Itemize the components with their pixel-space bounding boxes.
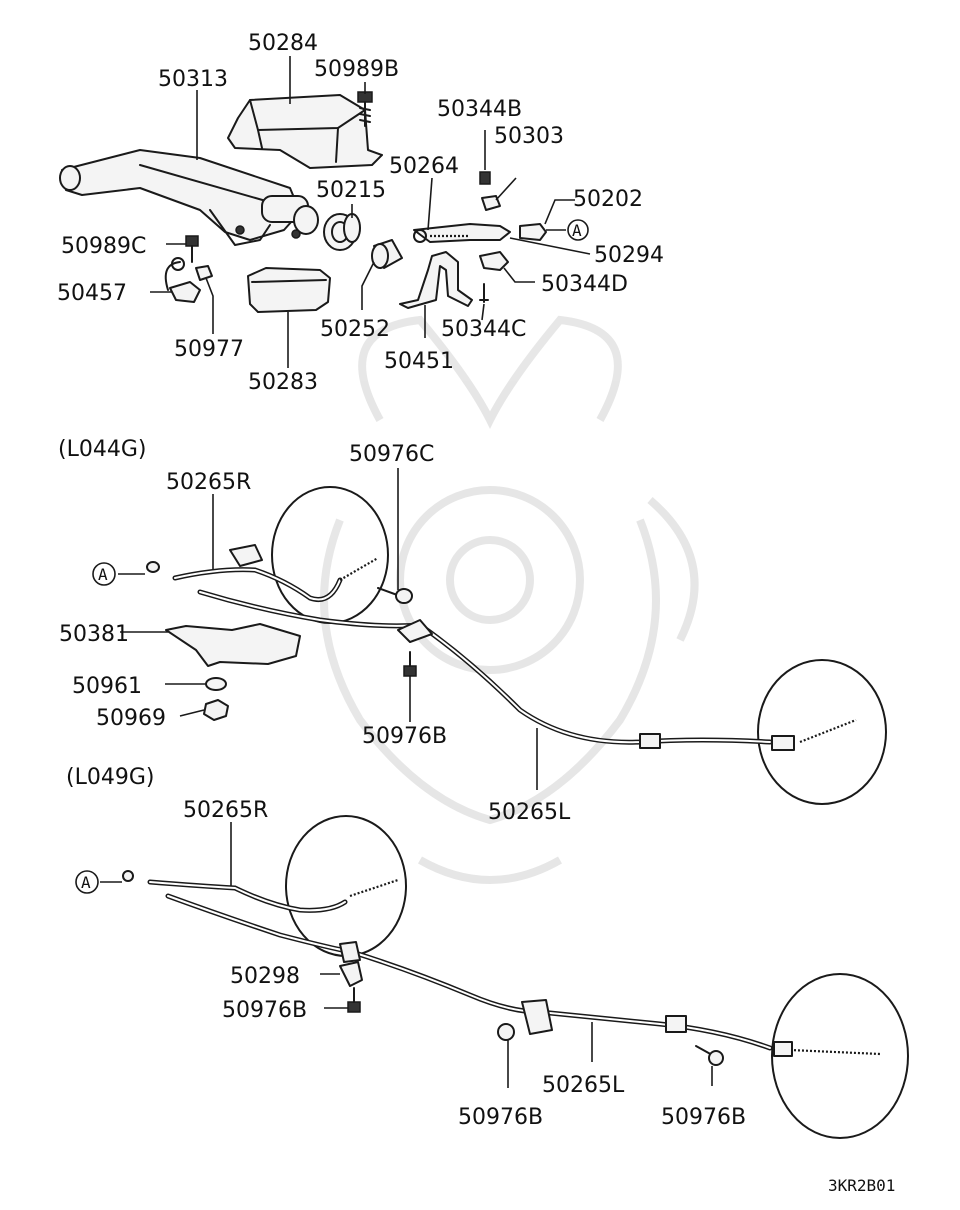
label-50215: 50215: [316, 178, 386, 203]
variant1-leaders: [118, 468, 538, 790]
parking-brake-lever: [61, 149, 301, 241]
label-v2-50265L: 50265L: [542, 1073, 625, 1098]
bracket-50451: [399, 251, 473, 309]
label-v2-50298: 50298: [230, 964, 300, 989]
bracket-50298: [339, 961, 363, 987]
label-v1-50265R: 50265R: [166, 470, 251, 495]
bolt-50989B: [357, 91, 373, 127]
adjuster-50202: [519, 223, 547, 241]
cap-50344D: [479, 251, 509, 271]
grommet-50215: [323, 213, 361, 251]
label-50303: 50303: [494, 124, 564, 149]
label-50977: 50977: [174, 337, 244, 362]
diagram-code: 3KR2B01: [828, 1176, 895, 1195]
svg-text:A: A: [81, 873, 91, 892]
pin-50344C: [479, 283, 489, 303]
ref-a-marker-v2: A: [75, 870, 99, 894]
bolt-50989C: [185, 235, 199, 263]
pin-50344B: [479, 171, 491, 185]
label-50344C: 50344C: [441, 317, 526, 342]
label-50294: 50294: [594, 243, 664, 268]
ref-a-marker-v1: A: [92, 562, 116, 586]
label-v1-50976C: 50976C: [349, 442, 434, 467]
switch-50457: [164, 257, 201, 303]
label-50451: 50451: [384, 349, 454, 374]
label-v1-50969: 50969: [96, 706, 166, 731]
lever-assembly: [59, 91, 547, 313]
label-v1-50381: 50381: [59, 622, 129, 647]
top-leaders: [150, 56, 591, 368]
svg-text:A: A: [98, 565, 108, 584]
variant2-cables: [122, 815, 909, 1139]
label-v2-50976B-b: 50976B: [458, 1105, 543, 1130]
variant1-cables: [146, 486, 887, 805]
label-50344B: 50344B: [437, 97, 522, 122]
lever-cover: [227, 94, 383, 169]
variant2-leaders: [100, 822, 713, 1088]
svg-text:A: A: [572, 221, 582, 240]
watermark-emblem: [320, 315, 699, 884]
label-50252: 50252: [320, 317, 390, 342]
label-50202: 50202: [573, 187, 643, 212]
heading-l049g: (L049G): [66, 765, 154, 790]
label-50283: 50283: [248, 370, 318, 395]
label-50457: 50457: [57, 281, 127, 306]
nut-50969: [203, 699, 229, 721]
label-50344D: 50344D: [541, 272, 628, 297]
ref-a-marker-top: A: [567, 219, 589, 241]
label-v1-50961: 50961: [72, 674, 142, 699]
tray-50283: [247, 267, 331, 313]
nut-50961: [205, 677, 227, 691]
label-v1-50265L: 50265L: [488, 800, 571, 825]
switch-50252: [371, 239, 403, 269]
label-50264: 50264: [389, 154, 459, 179]
nut-50977: [195, 265, 213, 281]
shield-50381: [165, 623, 301, 667]
heading-l044g: (L044G): [58, 437, 146, 462]
label-v2-50976B-c: 50976B: [661, 1105, 746, 1130]
label-50284: 50284: [248, 31, 318, 56]
label-v1-50976B: 50976B: [362, 724, 447, 749]
label-v2-50976B-a: 50976B: [222, 998, 307, 1023]
label-50989B: 50989B: [314, 57, 399, 82]
label-v2-50265R: 50265R: [183, 798, 268, 823]
equalizer-50294: [413, 223, 511, 243]
label-50313: 50313: [158, 67, 228, 92]
label-50989C: 50989C: [61, 234, 146, 259]
